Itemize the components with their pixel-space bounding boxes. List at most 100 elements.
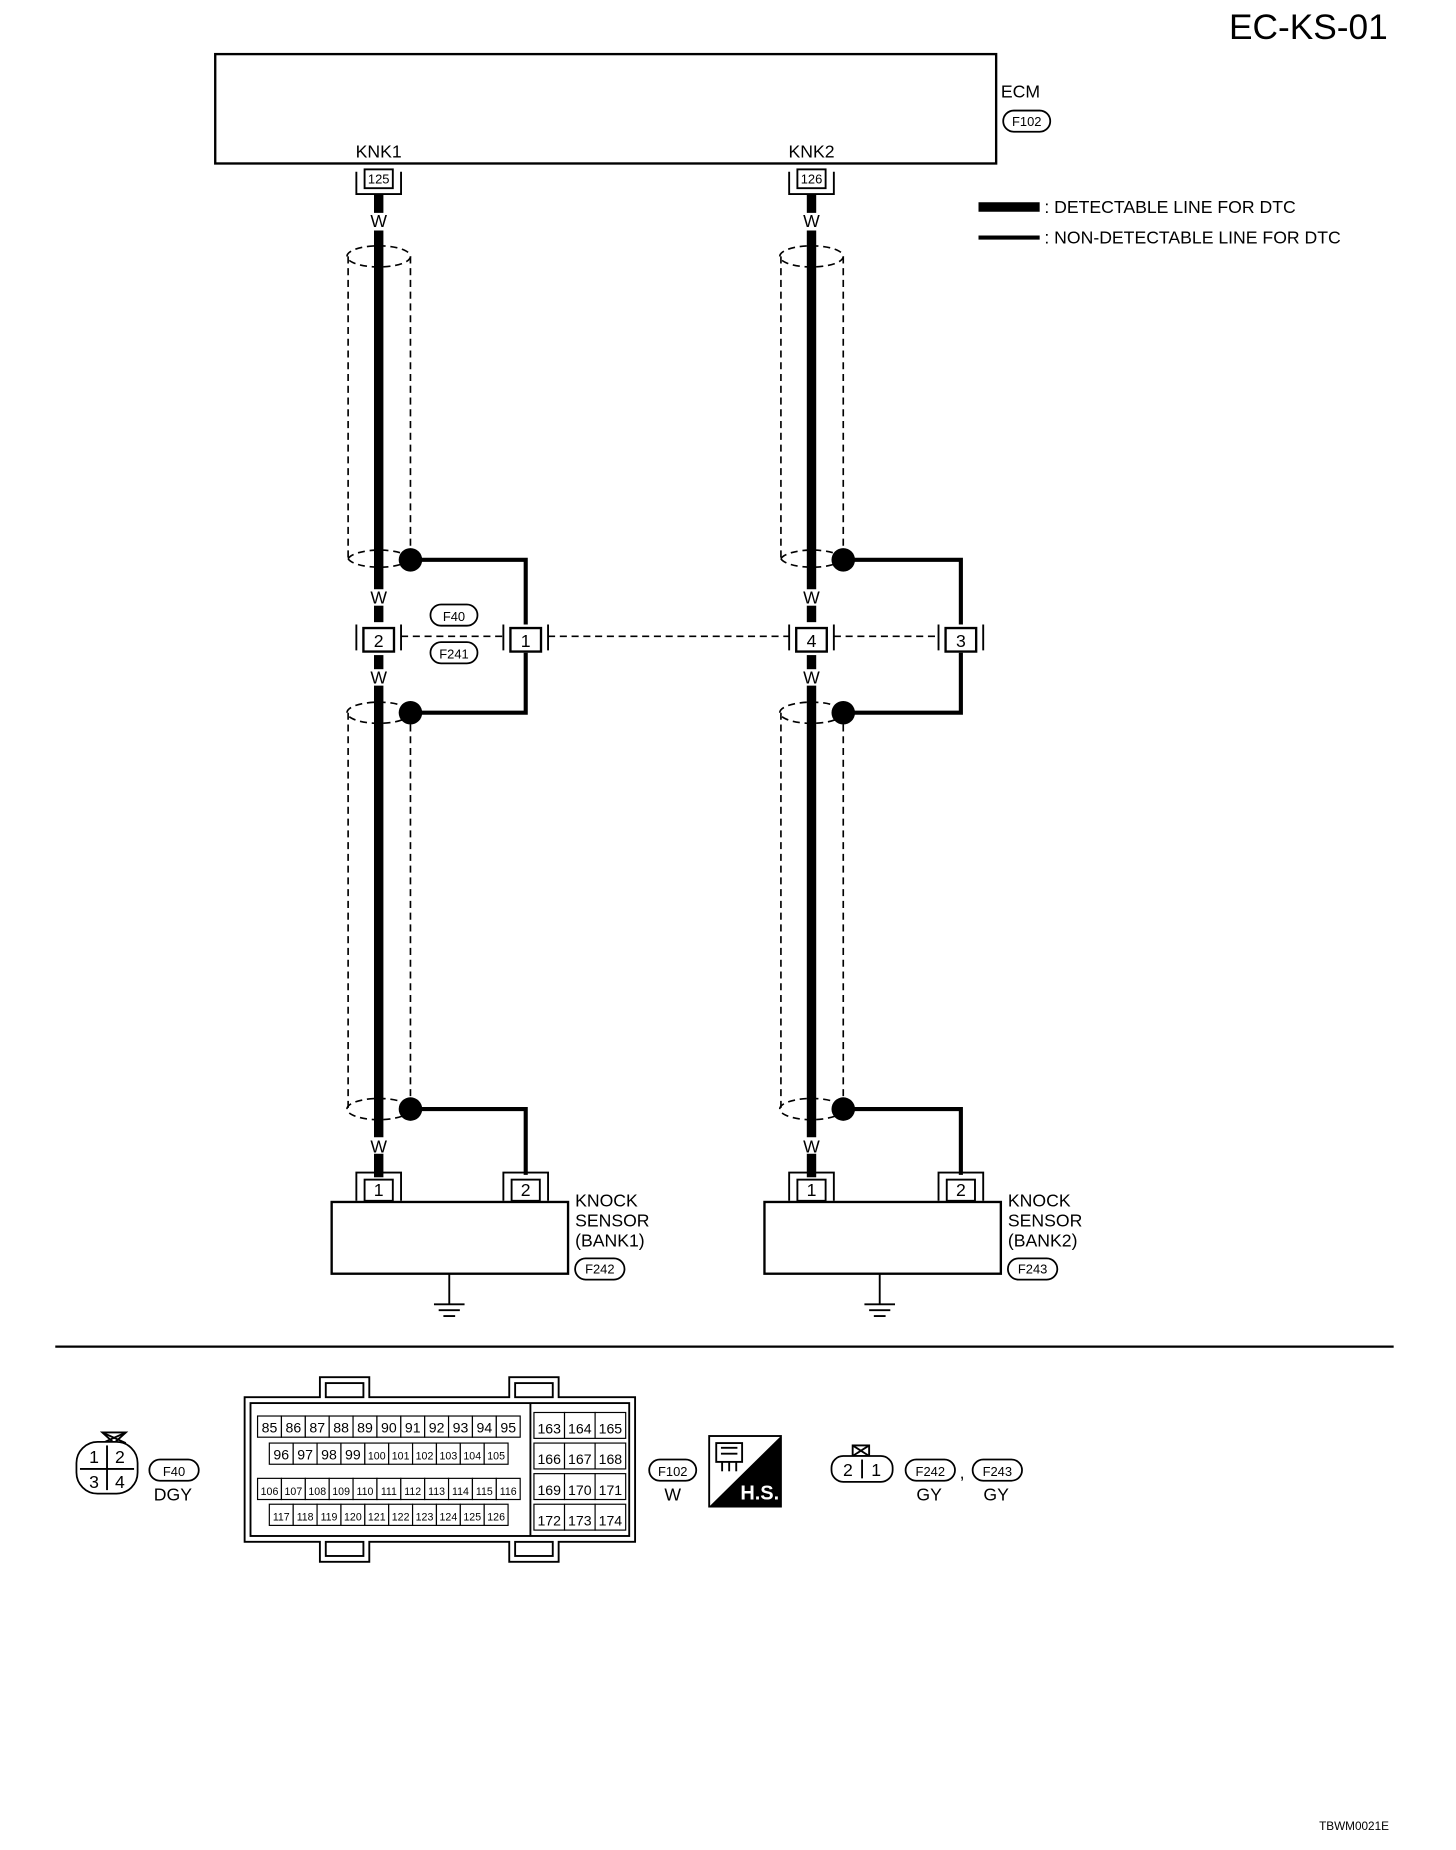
connector-pin-cell: 121 <box>364 1503 390 1526</box>
connector-pin-cell: 95 <box>495 1415 521 1438</box>
svg-text:96: 96 <box>273 1447 289 1463</box>
wire-color-label: W <box>803 1137 820 1157</box>
svg-text:169: 169 <box>537 1482 561 1498</box>
svg-text:91: 91 <box>405 1419 421 1435</box>
svg-text:98: 98 <box>321 1447 337 1463</box>
connector-pin-cell: 111 <box>376 1477 402 1501</box>
connector-pin-cell: 105 <box>483 1442 509 1465</box>
svg-text:4: 4 <box>115 1472 125 1492</box>
connector-pin-cell: 85 <box>256 1415 283 1438</box>
sensor2-name-line3: (BANK2) <box>1008 1231 1078 1251</box>
connector-pin-cell: 163 <box>533 1411 566 1439</box>
svg-text:3: 3 <box>956 631 966 651</box>
svg-text:89: 89 <box>357 1419 373 1435</box>
wire-shield-drain <box>410 652 528 715</box>
connector-badge-f243: F243 <box>971 1458 1023 1482</box>
sensor1-pin-2: 2 <box>502 1171 549 1202</box>
svg-text:F242: F242 <box>585 1262 614 1277</box>
ecm-pin-126: 126 <box>788 168 835 196</box>
wire-color-label: W <box>803 667 820 687</box>
svg-text:94: 94 <box>477 1419 493 1435</box>
joint-pin-1: 1 <box>502 624 549 653</box>
svg-text:116: 116 <box>500 1486 517 1498</box>
svg-text:F40: F40 <box>163 1464 185 1479</box>
sensor1-name-line2: SENSOR <box>575 1211 649 1231</box>
connector-badge-f40: F40 <box>148 1458 200 1482</box>
svg-text:120: 120 <box>344 1512 362 1524</box>
svg-text:164: 164 <box>568 1421 592 1437</box>
svg-text:F243: F243 <box>983 1464 1012 1479</box>
connector-pin-cell: 119 <box>316 1503 342 1526</box>
channel-bank2: 126 W W W W <box>763 168 1082 1317</box>
svg-text:111: 111 <box>381 1486 397 1498</box>
svg-text:109: 109 <box>332 1486 350 1498</box>
svg-text:2: 2 <box>374 631 384 651</box>
svg-text:119: 119 <box>321 1512 338 1524</box>
knock-sensor-bank2-box <box>763 1200 1003 1275</box>
connector-pin-cell: 90 <box>376 1415 402 1438</box>
svg-text:125: 125 <box>463 1512 481 1524</box>
svg-text:174: 174 <box>599 1512 623 1528</box>
connector-pin-cell: 102 <box>411 1442 438 1465</box>
svg-text:105: 105 <box>487 1451 505 1463</box>
connector-pin-cell: 103 <box>435 1442 461 1465</box>
sensor1-name-line1: KNOCK <box>575 1191 638 1211</box>
connector-pin-cell: 113 <box>424 1477 450 1501</box>
svg-text:126: 126 <box>801 171 823 186</box>
connector-face-f40: 1 2 3 4 <box>75 1431 139 1495</box>
wire-color-label: W <box>370 587 387 607</box>
connector-pin-cell: 166 <box>533 1442 566 1470</box>
svg-text:F102: F102 <box>658 1464 687 1479</box>
connector-pin-cell: 89 <box>352 1415 378 1438</box>
svg-text:4: 4 <box>807 631 817 651</box>
svg-text:163: 163 <box>537 1421 561 1437</box>
svg-text:97: 97 <box>297 1447 313 1463</box>
svg-text:114: 114 <box>452 1486 469 1498</box>
svg-text:1: 1 <box>374 1180 384 1200</box>
connector-pin-cell: 108 <box>304 1477 330 1501</box>
legend-non-detectable-text: : NON-DETECTABLE LINE FOR DTC <box>1044 227 1341 247</box>
pin-name-knk1: KNK1 <box>356 142 402 162</box>
connector-pin-cell: 88 <box>328 1415 354 1438</box>
svg-text:1: 1 <box>807 1180 817 1200</box>
svg-text:1: 1 <box>871 1460 881 1480</box>
connector-pin-cell: 107 <box>280 1477 306 1501</box>
pin-name-knk2: KNK2 <box>788 142 834 162</box>
svg-text:172: 172 <box>537 1512 561 1528</box>
wire-shield-drain <box>410 1107 528 1175</box>
connector-pin-cell: 124 <box>435 1503 461 1526</box>
connector-pin-cell: 118 <box>292 1503 318 1526</box>
connector-pin-cell: 106 <box>256 1477 283 1501</box>
connector-pin-cell: 117 <box>268 1503 294 1526</box>
svg-text:123: 123 <box>416 1512 434 1524</box>
knock-sensor-bank1-box <box>330 1200 570 1275</box>
connector-pin-cell: 167 <box>563 1442 596 1470</box>
joint-pin-2: 2 <box>355 624 402 653</box>
connector-pin-cell: 174 <box>594 1503 627 1531</box>
svg-text:3: 3 <box>89 1472 99 1492</box>
page-title: EC-KS-01 <box>1229 8 1388 47</box>
ecm-box <box>214 52 998 165</box>
svg-text:124: 124 <box>440 1512 458 1524</box>
svg-text:86: 86 <box>286 1419 302 1435</box>
svg-text:92: 92 <box>429 1419 445 1435</box>
svg-text:126: 126 <box>487 1512 505 1524</box>
ecm-pin-125: 125 <box>355 168 402 196</box>
connector-pin-cell: 120 <box>340 1503 366 1526</box>
svg-text:118: 118 <box>297 1512 314 1524</box>
svg-text:113: 113 <box>428 1486 445 1498</box>
connector-pin-cell: 104 <box>459 1442 485 1465</box>
svg-text:2: 2 <box>956 1180 966 1200</box>
sensor2-pin-2: 2 <box>937 1171 985 1202</box>
connector-separator: , <box>960 1462 965 1482</box>
svg-text:165: 165 <box>599 1421 623 1437</box>
connector-pin-cell: 116 <box>495 1477 521 1501</box>
connector-pin-cell: 115 <box>471 1477 497 1501</box>
connector-face-f242: 2 1 <box>830 1444 894 1483</box>
ecm-label: ECM <box>1001 82 1040 102</box>
connector-pin-cell: 172 <box>533 1503 566 1531</box>
channel-bank1: 125 W W W W <box>330 168 650 1317</box>
svg-text:112: 112 <box>404 1486 421 1498</box>
joint-connector-badge-f40: F40 <box>429 603 479 627</box>
